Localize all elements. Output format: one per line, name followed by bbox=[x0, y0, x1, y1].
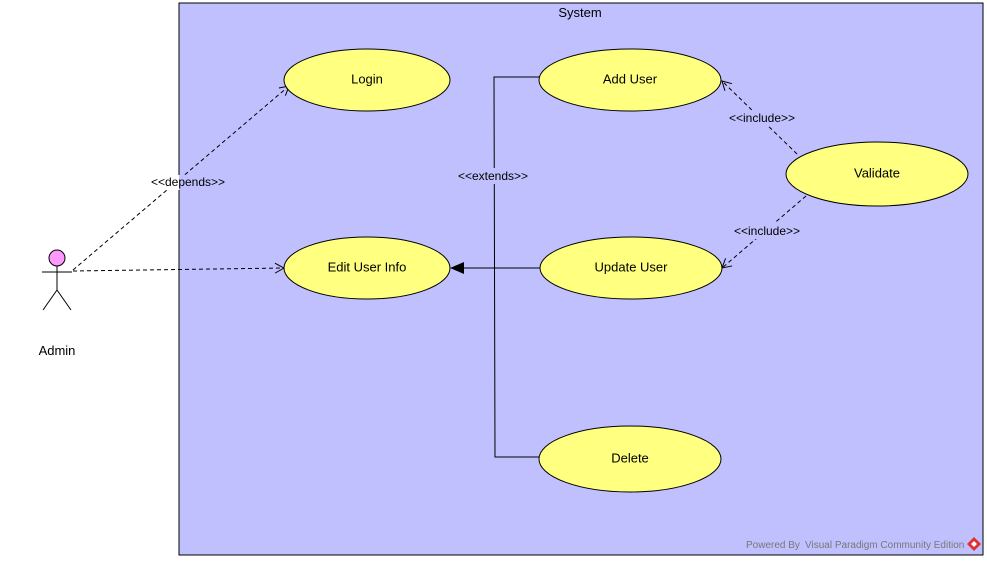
use-case-delete[interactable]: Delete bbox=[538, 425, 722, 493]
use-case-add-user-label: Add User bbox=[603, 71, 658, 86]
depends-label-bg-left bbox=[146, 175, 179, 190]
footer-powered-by: Powered By bbox=[746, 540, 800, 551]
include-bottom-label: <<include>> bbox=[734, 224, 800, 238]
include-top-label-bg bbox=[722, 110, 802, 126]
include-bottom-label-bg bbox=[727, 223, 807, 239]
use-case-validate-label: Validate bbox=[854, 165, 900, 180]
actor-admin[interactable]: Admin bbox=[39, 249, 76, 358]
use-case-update-user-label: Update User bbox=[595, 259, 669, 274]
use-case-edit-user-info-label: Edit User Info bbox=[328, 259, 407, 274]
actor-left-leg bbox=[42, 289, 58, 311]
actor-edit-line bbox=[72, 262, 286, 274]
footer-product: Visual Paradigm Community Edition bbox=[805, 540, 964, 551]
use-case-login[interactable]: Login bbox=[283, 48, 451, 112]
use-case-edit-user-info[interactable]: Edit User Info bbox=[283, 236, 451, 300]
use-case-add-user[interactable]: Add User bbox=[538, 48, 722, 112]
system-label: System bbox=[558, 5, 601, 20]
extends-bracket-line bbox=[493, 76, 540, 458]
use-case-update-user[interactable]: Update User bbox=[539, 236, 723, 300]
extends-label-bg bbox=[452, 168, 536, 184]
extends-label: <<extends>> bbox=[458, 169, 528, 183]
depends-label: <<depends>> bbox=[151, 175, 225, 189]
actor-right-leg bbox=[56, 289, 72, 311]
include-update-line bbox=[721, 195, 807, 269]
use-case-delete-label: Delete bbox=[611, 450, 649, 465]
include-top-label: <<include>> bbox=[729, 111, 795, 125]
depends-label-bg-right bbox=[179, 175, 231, 190]
use-case-login-label: Login bbox=[351, 71, 383, 86]
use-case-validate[interactable]: Validate bbox=[785, 141, 969, 207]
extends-arrowhead bbox=[450, 262, 464, 274]
actor-label: Admin bbox=[39, 343, 76, 358]
visual-paradigm-logo-icon bbox=[967, 537, 981, 551]
actor-head bbox=[48, 249, 66, 267]
